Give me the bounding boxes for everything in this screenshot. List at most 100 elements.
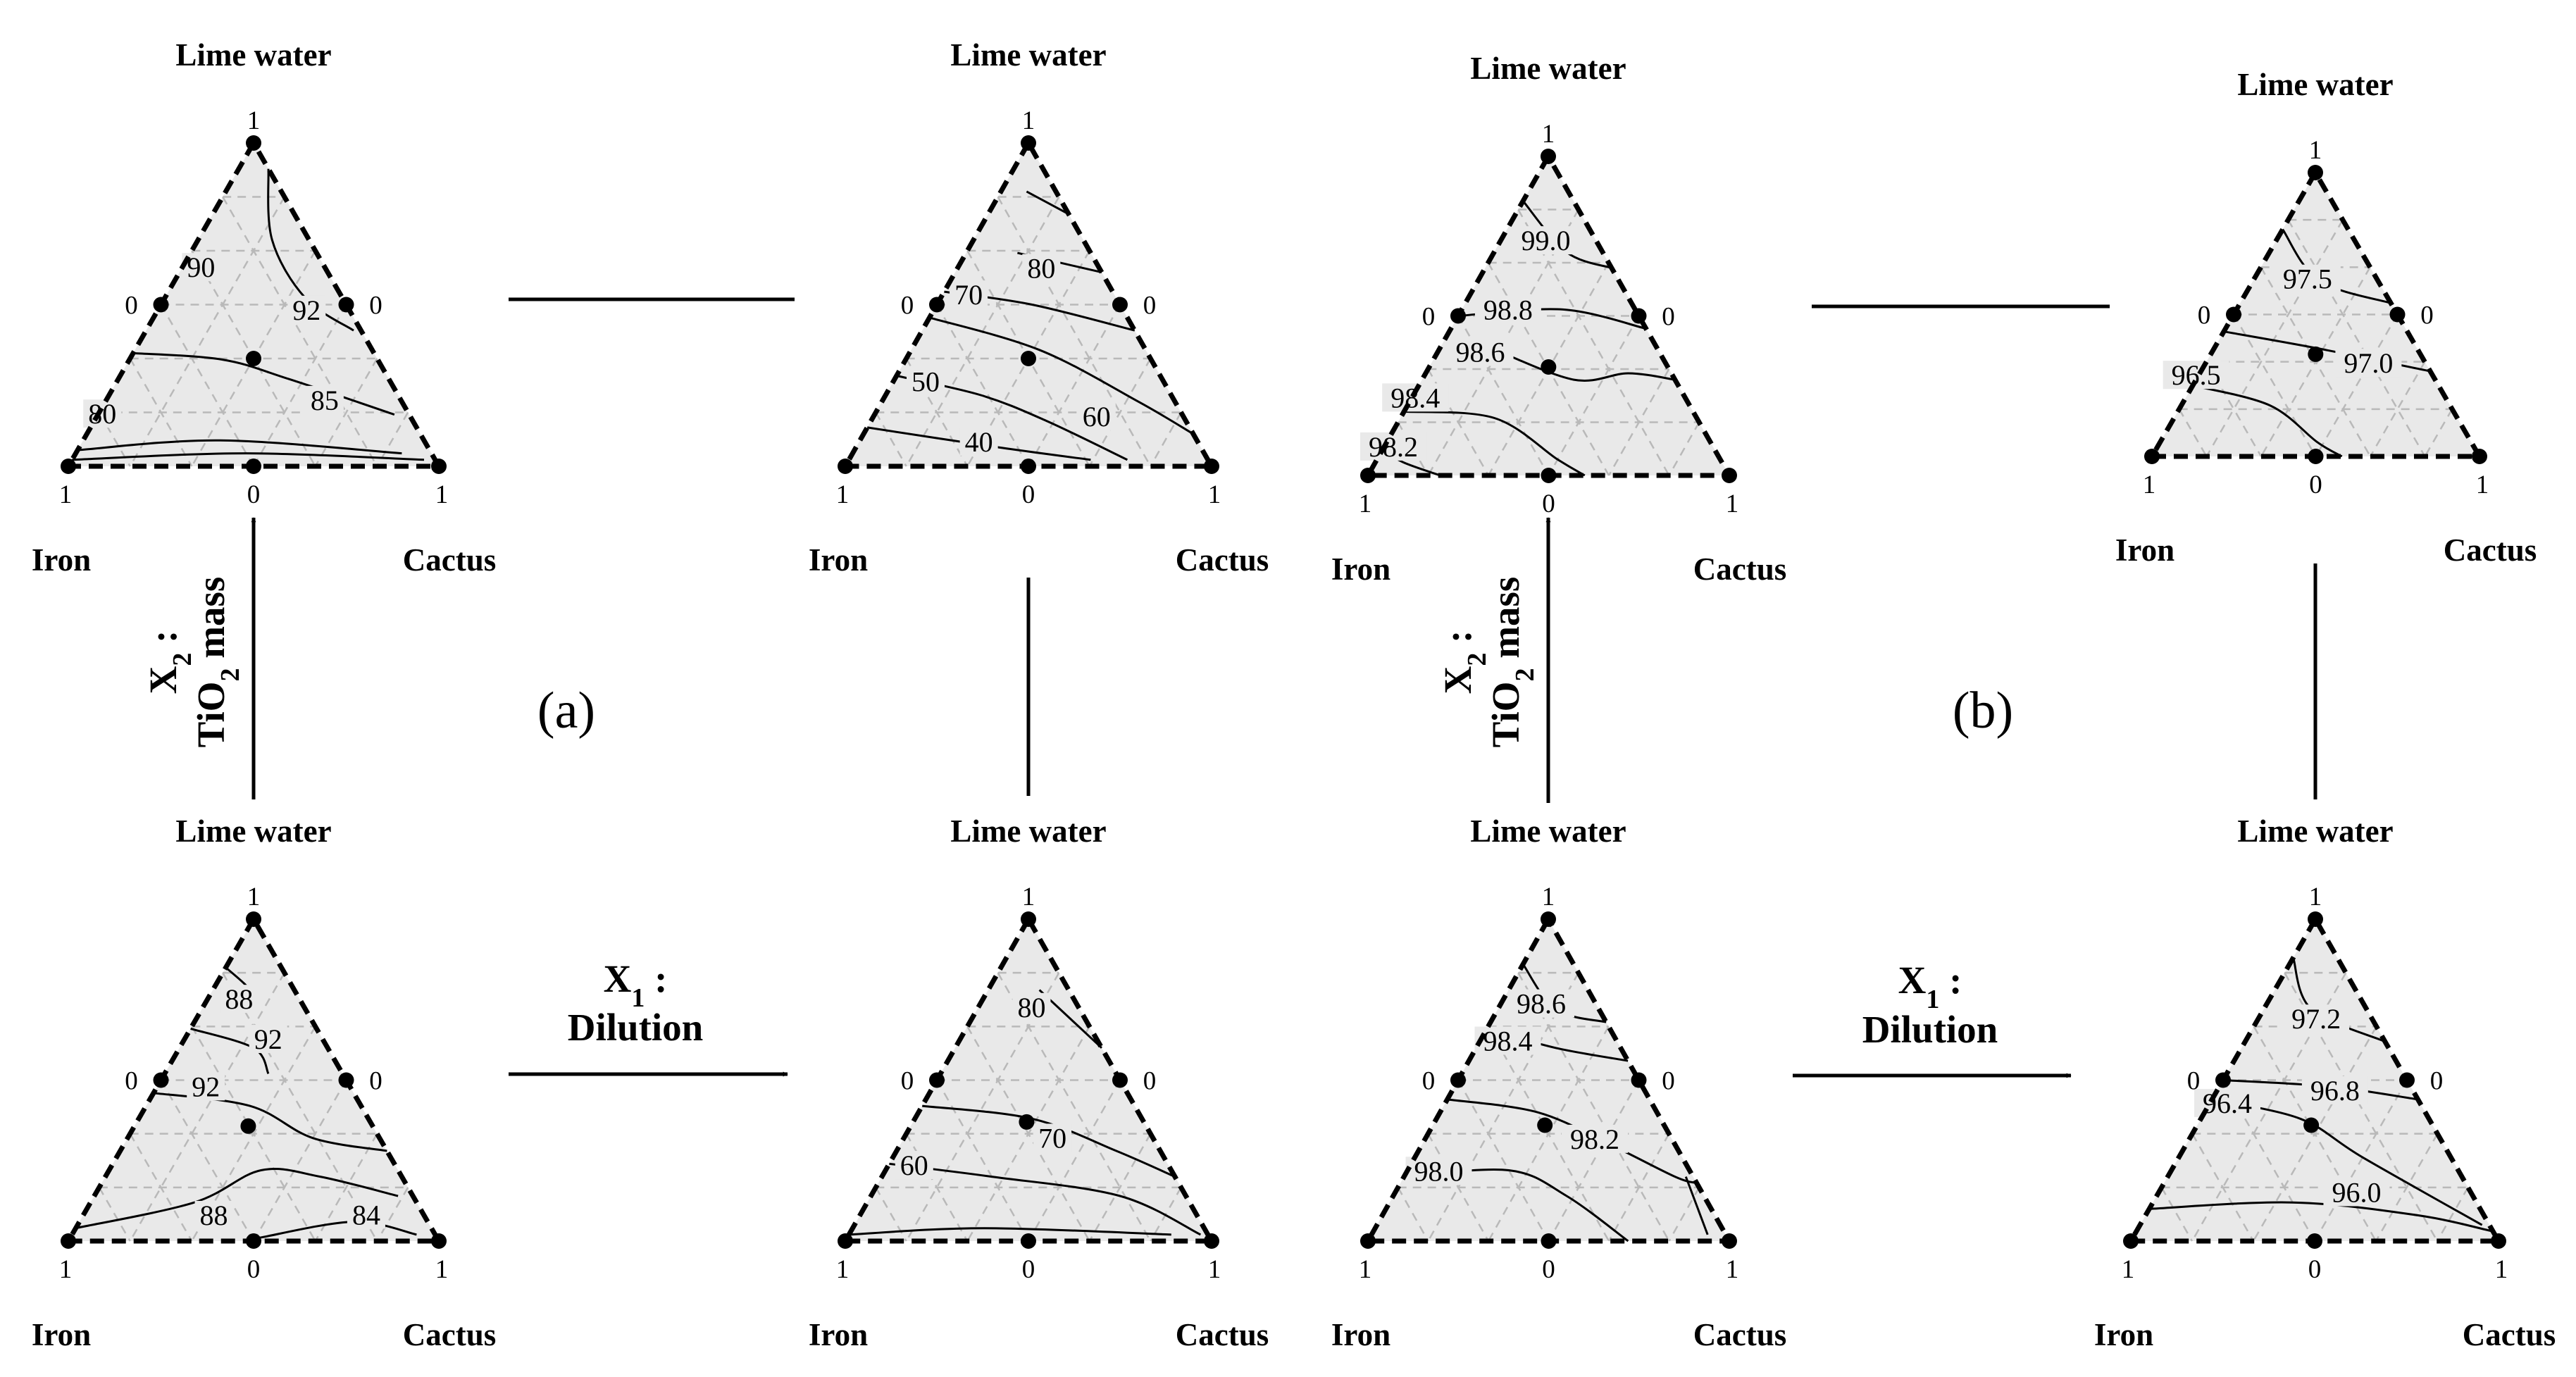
tick-label: 0 <box>2198 301 2211 330</box>
vertex-label-right: Cactus <box>1176 542 1269 578</box>
contour-line <box>267 168 354 332</box>
tick-label: 0 <box>1143 292 1157 320</box>
tick-label: 0 <box>2187 1067 2201 1096</box>
contour-label: 98.6 <box>1456 337 1505 368</box>
tick-label: 1 <box>1542 120 1555 149</box>
contour-label: 96.0 <box>2332 1176 2381 1208</box>
design-point <box>838 1233 853 1249</box>
contour-label: 96.8 <box>2310 1075 2360 1107</box>
design-point <box>61 1233 76 1249</box>
vertex-label-top: Lime water <box>1470 814 1626 849</box>
tick-label: 1 <box>1208 1255 1221 1284</box>
tick-label: 0 <box>2309 471 2322 499</box>
design-point <box>1631 308 1647 324</box>
design-point <box>2123 1233 2139 1249</box>
contour-label-bg <box>1474 1026 1541 1055</box>
contour-label-bg <box>305 385 344 414</box>
design-point <box>2307 1233 2322 1249</box>
contour-line <box>849 1227 1171 1236</box>
design-point <box>338 1072 354 1088</box>
design-point <box>1631 1072 1647 1088</box>
svg-text:X1 :: X1 : <box>1898 959 1962 1014</box>
tick-label: 0 <box>125 292 138 320</box>
vertex-label-left: Iron <box>32 542 91 578</box>
design-point <box>1541 149 1556 164</box>
panel-label-b: (b) <box>1953 682 2013 740</box>
contour-label-bg <box>2274 264 2341 293</box>
vertex-label-right: Cactus <box>1693 552 1787 587</box>
contour-label: 99.0 <box>1521 225 1570 256</box>
tick-label: 1 <box>59 1255 73 1284</box>
svg-text:X2 :: X2 : <box>142 630 197 694</box>
contour-label: 97.5 <box>2283 263 2332 295</box>
design-point <box>1541 1233 1557 1249</box>
tick-label: 0 <box>247 480 261 509</box>
contour-label: 90 <box>187 251 215 283</box>
tick-label: 1 <box>435 480 449 509</box>
design-point <box>246 459 261 474</box>
tick-label: 1 <box>1726 1255 1739 1284</box>
svg-text:X2 :: X2 : <box>1436 630 1492 694</box>
panel-label-a: (a) <box>537 682 595 740</box>
tick-label: 1 <box>2476 471 2489 499</box>
design-point <box>2472 449 2487 464</box>
tick-label: 0 <box>1662 1067 1675 1096</box>
contour-line <box>77 439 402 455</box>
design-point <box>1722 468 1737 483</box>
tick-label: 1 <box>836 480 850 509</box>
center-design-point <box>246 351 261 366</box>
design-point <box>153 297 169 313</box>
tick-label: 0 <box>2420 301 2434 330</box>
design-point <box>431 1233 447 1249</box>
tick-label: 1 <box>59 480 73 509</box>
contour-label: 80 <box>1017 992 1045 1023</box>
center-design-point <box>240 1118 256 1134</box>
center-design-point <box>2308 346 2324 362</box>
tick-label: 0 <box>369 292 382 320</box>
contour-label: 96.4 <box>2203 1088 2252 1119</box>
vertex-label-top: Lime water <box>1470 51 1626 86</box>
design-point <box>2491 1233 2506 1249</box>
x2-factor-label-b: X2 : TiO2 mass <box>1436 577 1540 748</box>
design-point <box>153 1072 169 1088</box>
contour-label-bg <box>2323 1178 2390 1207</box>
design-point <box>246 911 261 927</box>
vertex-label-right: Cactus <box>1693 1317 1787 1352</box>
vertex-label-right: Cactus <box>403 542 497 578</box>
contour-label-bg <box>1077 401 1116 430</box>
contour-label: 60 <box>1083 401 1111 432</box>
design-point <box>2308 449 2324 464</box>
contour-label-bg <box>1512 226 1579 255</box>
vertex-label-left: Iron <box>1331 1317 1390 1352</box>
design-point <box>1204 1233 1219 1249</box>
design-point <box>838 459 853 474</box>
contour-label: 97.2 <box>2291 1003 2341 1035</box>
contour-line <box>2192 384 2343 458</box>
contour-label: 98.4 <box>1483 1026 1533 1057</box>
contour-label-bg <box>347 1200 385 1229</box>
design-point <box>1541 468 1557 483</box>
tick-label: 0 <box>1542 1255 1555 1284</box>
tick-label: 0 <box>125 1067 138 1096</box>
contour-label-bg <box>959 427 998 456</box>
contour-label: 70 <box>954 279 983 311</box>
tick-label: 1 <box>836 1255 850 1284</box>
contour-label: 92 <box>254 1023 282 1055</box>
contour-label-bg <box>1360 432 1427 461</box>
contour-label: 98.6 <box>1517 988 1566 1020</box>
vertex-label-right: Cactus <box>2463 1317 2556 1352</box>
contour-label-bg <box>2283 1004 2350 1033</box>
center-design-point <box>1541 359 1557 375</box>
contour-label: 40 <box>965 426 993 458</box>
design-point <box>1450 1072 1466 1088</box>
tick-label: 0 <box>901 1067 914 1096</box>
design-point <box>929 1072 945 1088</box>
design-point <box>338 297 354 313</box>
vertex-label-left: Iron <box>2094 1317 2153 1352</box>
design-point <box>246 1233 261 1249</box>
